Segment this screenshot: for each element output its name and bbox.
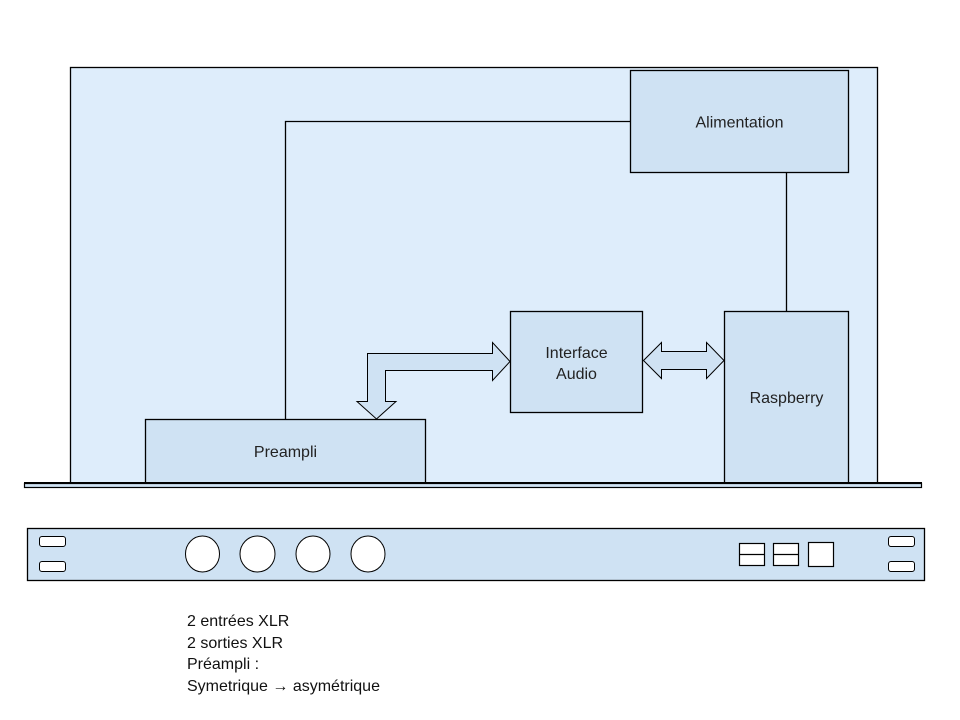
notes-text-block: 2 entrées XLR 2 sorties XLR Préampli : S… [187, 611, 380, 697]
rack-base-plate [23, 482, 923, 489]
interface-audio-box[interactable]: Interface Audio [509, 310, 644, 414]
interface-raspberry-double-arrow [642, 341, 725, 380]
interface-audio-label-line2: Audio [556, 366, 597, 383]
note-line-outputs: 2 sorties XLR [187, 634, 284, 652]
split-port-2 [772, 542, 800, 567]
alimentation-label: Alimentation [695, 115, 783, 132]
square-port [807, 541, 835, 568]
alimentation-box[interactable]: Alimentation [629, 69, 850, 174]
xlr-connector-3 [295, 535, 331, 573]
xlr-connector-1 [185, 535, 220, 573]
preampli-interface-arrow [355, 341, 511, 420]
xlr-connector-2 [239, 535, 276, 573]
rack-ear-slot-right-bottom [888, 561, 915, 572]
interface-audio-label-line1: Interface [545, 345, 607, 362]
split-port-1 [738, 542, 766, 567]
rack-ear-slot-left-top [39, 536, 66, 547]
front-panel [26, 527, 926, 582]
rack-ear-slot-right-top [888, 536, 915, 547]
note-line-inputs: 2 entrées XLR [187, 613, 290, 630]
note-line-balanced: Symetrique → asymétrique [187, 677, 380, 695]
rack-ear-slot-left-bottom [39, 561, 66, 572]
raspberry-box[interactable]: Raspberry [723, 310, 850, 485]
raspberry-label: Raspberry [750, 390, 824, 407]
power-line-to-preampli [284, 120, 630, 419]
preampli-box[interactable]: Preampli [144, 418, 427, 485]
preampli-label: Preampli [254, 444, 317, 461]
note-line-preampli: Préampli : [187, 656, 260, 673]
xlr-connector-4 [350, 535, 386, 573]
